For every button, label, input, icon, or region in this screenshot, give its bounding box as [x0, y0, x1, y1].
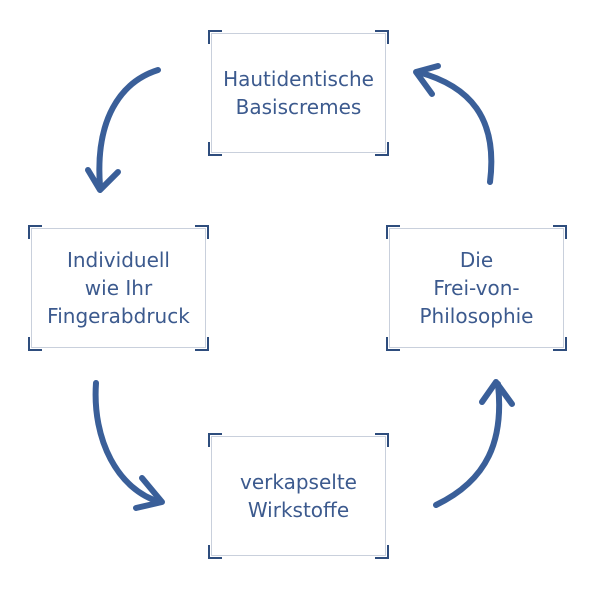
- corner-mark: [375, 545, 389, 559]
- node-box-bottom: verkapselte Wirkstoffe: [208, 433, 389, 559]
- node-box-right: Die Frei-von- Philosophie: [386, 225, 567, 351]
- arrow-top-to-left: [85, 67, 161, 193]
- node-label-line: Basiscremes: [235, 95, 362, 119]
- node-label-line: verkapselte: [240, 470, 357, 494]
- corner-mark: [28, 337, 42, 351]
- corner-mark: [28, 225, 42, 239]
- node-label-line: Hautidentische: [223, 67, 374, 91]
- corner-mark: [375, 433, 389, 447]
- node-label-bottom: verkapselte Wirkstoffe: [240, 468, 357, 524]
- corner-mark: [195, 225, 209, 239]
- arrow-bottom-to-right: [433, 379, 515, 508]
- corner-mark: [553, 225, 567, 239]
- node-label-top: Hautidentische Basiscremes: [223, 65, 374, 121]
- corner-mark: [553, 337, 567, 351]
- node-label-line: wie Ihr: [84, 276, 153, 300]
- node-label-line: Philosophie: [419, 304, 534, 328]
- corner-mark: [386, 337, 400, 351]
- corner-mark: [208, 545, 222, 559]
- corner-mark: [208, 30, 222, 44]
- node-box-top: Hautidentische Basiscremes: [208, 30, 389, 156]
- arrow-right-to-top: [413, 63, 495, 185]
- node-label-line: Frei-von-: [433, 276, 520, 300]
- corner-mark: [195, 337, 209, 351]
- corner-mark: [208, 142, 222, 156]
- node-label-line: Wirkstoffe: [247, 498, 350, 522]
- node-label-line: Die: [459, 248, 494, 272]
- node-label-line: Fingerabdruck: [47, 304, 190, 328]
- corner-mark: [386, 225, 400, 239]
- corner-mark: [375, 142, 389, 156]
- corner-mark: [375, 30, 389, 44]
- node-box-left: Individuell wie Ihr Fingerabdruck: [28, 225, 209, 351]
- corner-mark: [208, 433, 222, 447]
- node-label-left: Individuell wie Ihr Fingerabdruck: [47, 246, 190, 330]
- arrow-left-to-bottom: [92, 380, 165, 511]
- node-label-right: Die Frei-von- Philosophie: [420, 246, 534, 330]
- node-label-line: Individuell: [66, 248, 170, 272]
